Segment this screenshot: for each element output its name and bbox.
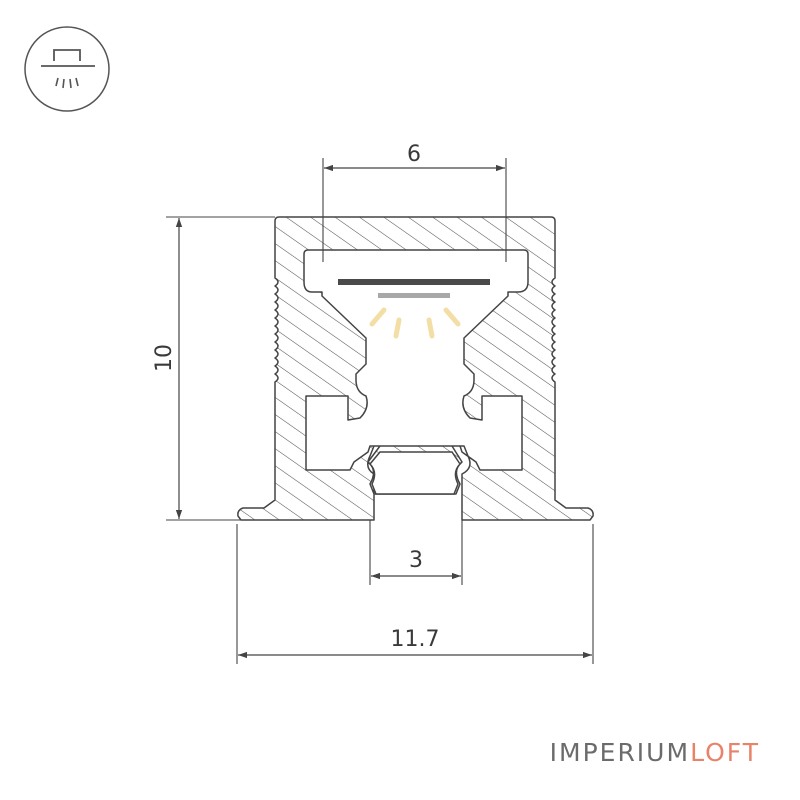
brand-part-imperium: IMPERIUM	[550, 738, 690, 767]
dimension-bottom-slot: 3	[369, 520, 463, 585]
dimension-label-6: 6	[407, 142, 421, 167]
dimension-label-10: 10	[152, 344, 177, 372]
dimension-total-width: 11.7	[236, 524, 594, 664]
dimension-label-3: 3	[409, 548, 423, 573]
light-rays	[369, 307, 461, 339]
led-diffuser	[378, 293, 450, 298]
led-strip	[338, 279, 490, 285]
dimension-top-channel: 6	[322, 142, 507, 262]
brand-part-loft: LOFT	[690, 738, 760, 767]
dimension-label-11-7: 11.7	[391, 627, 440, 652]
surface-mount-light-icon	[24, 26, 110, 112]
brand-logo: IMPERIUMLOFT	[550, 738, 760, 767]
dimension-height: 10	[152, 216, 275, 521]
profile-cross-section	[237, 216, 594, 521]
